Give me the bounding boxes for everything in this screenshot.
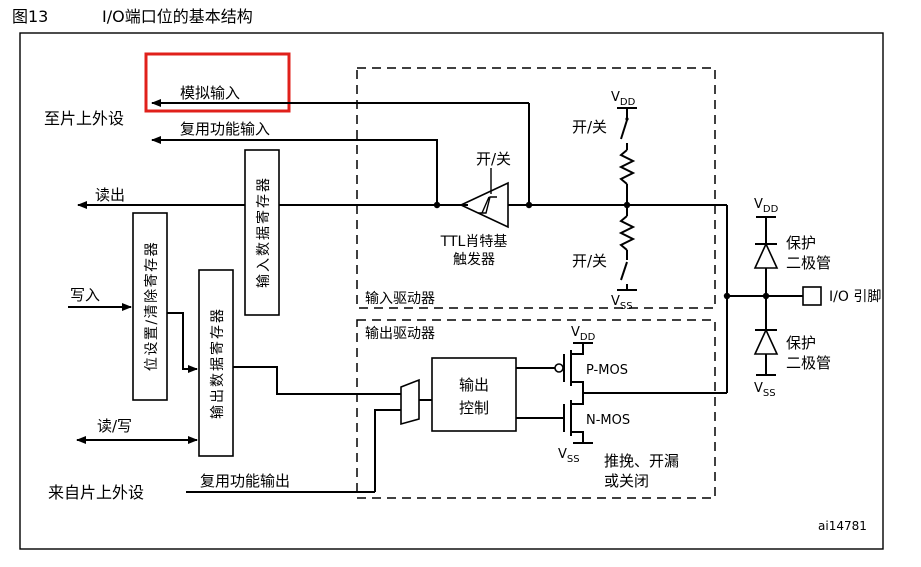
figure-frame [19,32,884,550]
ttl-schmitt-label-2: 触发器 [453,252,495,268]
pullup-switch-label: 开/关 [572,118,607,136]
nmos-vss: VSS [558,447,580,465]
highlight-box [144,52,291,113]
output-mux [400,378,420,426]
pullup-vdd: VDD [611,90,636,108]
upper-protection-diode [753,242,779,269]
input-data-register-label: 输入数据寄存器 [255,176,272,288]
alt-func-output-label: 复用功能输出 [200,472,290,490]
output-data-register-label: 输出数据寄存器 [209,307,226,419]
push-pull-label-2: 或关闭 [604,472,649,490]
output-driver-region [356,319,716,499]
pulldown-switch [620,261,628,281]
output-driver-label: 输出驱动器 [365,326,435,342]
pmos-label: P-MOS [586,363,628,378]
pmos-vdd: VDD [571,325,596,343]
output-control-label-2: 控制 [459,399,489,417]
figure-title: I/O端口位的基本结构 [102,7,253,26]
figure-number: 图13 [12,7,48,26]
upper-diode-label-1: 保护 [786,234,816,252]
alt-func-input-label: 复用功能输入 [180,120,270,138]
write-label: 写入 [70,286,100,304]
pullup-switch [620,119,628,140]
pulldown-vss: VSS [611,294,633,312]
nmos-label: N-MOS [586,413,630,428]
output-control-block [431,357,517,432]
push-pull-label-1: 推挽、开漏 [604,452,679,470]
lower-diode-label-1: 保护 [786,334,816,352]
ttl-schmitt-trigger [459,181,509,229]
from-onchip-peripheral-label: 来自片上外设 [48,483,144,502]
figure-id-code: ai14781 [818,519,867,533]
lower-diode-label-2: 二极管 [786,354,831,372]
alt-func-input-line [151,136,438,205]
bit-set-reset-register [132,212,168,401]
pulldown-resistor [618,215,636,251]
bit-set-reset-register-label: 位设置/清除寄存器 [143,241,160,371]
diode-vss: VSS [754,381,776,399]
ttl-schmitt-label-1: TTL肖特基 [440,233,508,250]
lower-protection-diode [753,328,779,355]
pullup-resistor [618,149,636,185]
set-reset-to-odr-line [167,312,198,373]
junction-dot [723,292,731,300]
junction-dot [525,201,533,209]
io-pin [802,286,822,306]
junction-dot [433,201,441,209]
pulldown-switch-label: 开/关 [572,252,607,270]
io-pin-label: I/O 引脚 [829,289,881,305]
pmos-gate-bubble [554,363,564,373]
alt-out-to-mux-line [374,409,401,492]
schmitt-switch-label: 开/关 [476,150,511,168]
input-driver-label: 输入驱动器 [365,291,435,307]
to-onchip-peripheral-label: 至片上外设 [44,109,124,128]
output-data-register [198,269,234,457]
output-control-label-1: 输出 [459,376,489,394]
input-data-register [244,149,280,316]
odr-to-mux-line [233,366,401,395]
upper-diode-label-2: 二极管 [786,254,831,272]
read-write-label: 读/写 [97,417,132,435]
diode-vdd: VDD [754,197,779,215]
read-label: 读出 [95,186,125,204]
analog-input-label: 模拟输入 [180,84,240,102]
